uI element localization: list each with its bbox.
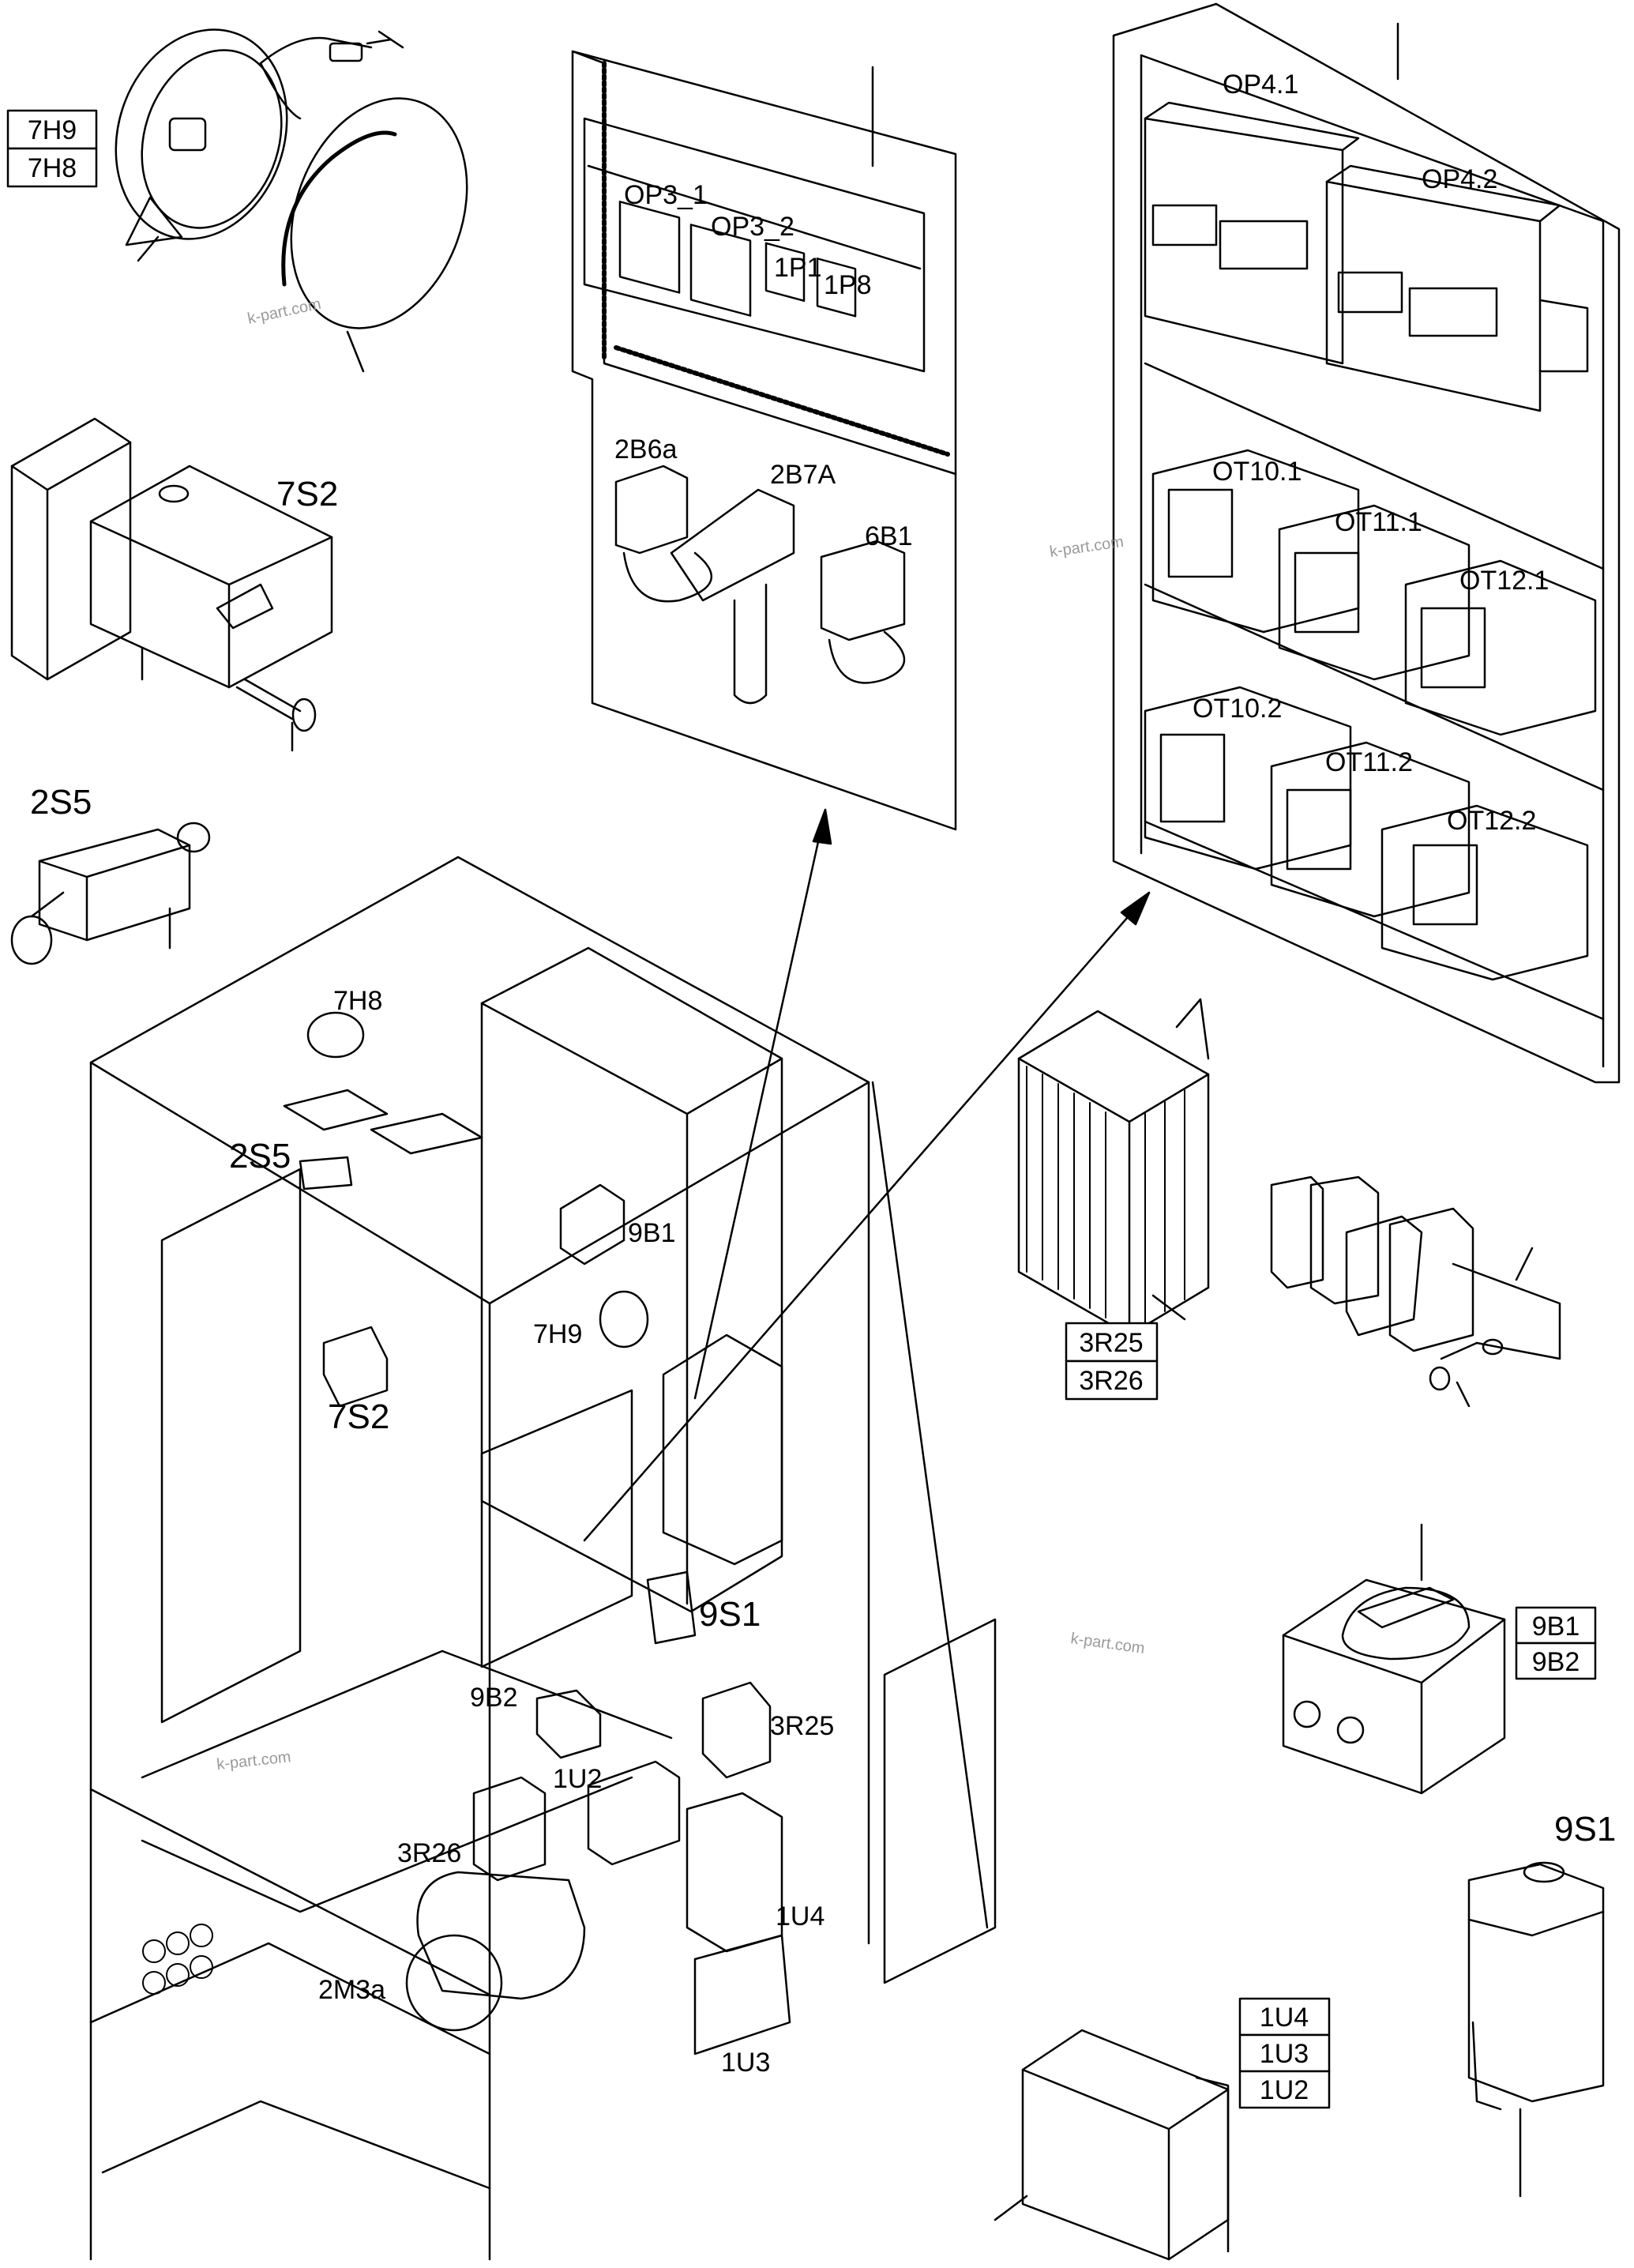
enclosure-detail [994, 2029, 1230, 2261]
label-1u2-cabinet: 1U2 [553, 1764, 602, 1794]
switch-9s1-detail [1467, 1861, 1605, 2198]
label-2b7a: 2B7A [770, 460, 836, 490]
label-7h8: 7H8 [28, 153, 77, 183]
label-9b1-cabinet: 9B1 [628, 1218, 676, 1248]
label-9b2: 9B2 [1532, 1647, 1580, 1677]
label-ot10-1: OT10.1 [1212, 457, 1302, 487]
label-1u2: 1U2 [1260, 2075, 1309, 2105]
cabinet-components [142, 1011, 791, 2055]
label-3r25-cabinet: 3R25 [770, 1711, 834, 1741]
lamp-label-box: 7H9 7H8 [6, 109, 98, 188]
label-7h9-cabinet: 7H9 [533, 1319, 582, 1349]
label-ot12-1: OT12.1 [1459, 566, 1549, 596]
switch-label-box: 9B1 9B2 [1515, 1606, 1597, 1680]
label-7h8-cabinet: 7H8 [333, 986, 382, 1016]
controller-panel [1112, 2, 1621, 1084]
label-ot10-2: OT10.2 [1193, 694, 1282, 724]
rotary-switch-detail [1282, 1523, 1506, 1795]
leader-arrows [583, 808, 1151, 1542]
watermark-4: k-part.com [216, 1748, 291, 1773]
label-1u3-cabinet: 1U3 [721, 2048, 770, 2078]
terminal-block-detail [1270, 1175, 1561, 1408]
label-op3-2: OP3_2 [711, 212, 794, 242]
label-2s5-cabinet: 2S5 [229, 1137, 291, 1175]
label-9b2-cabinet: 9B2 [470, 1683, 518, 1713]
label-3r26-cabinet: 3R26 [397, 1838, 461, 1868]
label-1p1: 1P1 [774, 253, 822, 283]
heater-detail [1017, 998, 1210, 1337]
label-1u4-cabinet: 1U4 [776, 1901, 825, 1931]
label-ot11-1: OT11.1 [1335, 507, 1422, 537]
heater-label-box: 3R25 3R26 [1065, 1322, 1159, 1401]
label-3r25: 3R25 [1079, 1328, 1143, 1358]
label-9b1: 9B1 [1532, 1612, 1580, 1642]
label-1u3: 1U3 [1260, 2039, 1309, 2069]
label-ot12-2: OT12.2 [1447, 806, 1536, 836]
label-9s1-detail: 9S1 [1554, 1810, 1616, 1849]
label-1u4: 1U4 [1260, 2003, 1309, 2033]
label-2m3a-cabinet: 2M3a [318, 1975, 385, 2005]
watermark-1: k-part.com [246, 295, 322, 328]
label-op4-2: OP4.2 [1422, 164, 1497, 194]
unit-label-box: 1U4 1U3 1U2 [1238, 1997, 1331, 2109]
label-7s2-detail: 7S2 [276, 475, 338, 513]
label-9s1-cabinet: 9S1 [699, 1595, 761, 1634]
instrument-panel [571, 50, 957, 831]
label-2s5-detail: 2S5 [30, 783, 92, 822]
label-op4-1: OP4.1 [1223, 70, 1298, 100]
switch-7s2-detail [10, 417, 333, 752]
watermark-3: k-part.com [1069, 1630, 1146, 1657]
label-6b1: 6B1 [865, 521, 913, 551]
label-1p8: 1P8 [824, 270, 872, 300]
cabinet [89, 856, 997, 2261]
limit-switch-2s5-detail [10, 822, 211, 965]
label-3r26: 3R26 [1079, 1366, 1143, 1396]
label-op3-1: OP3_1 [624, 180, 708, 210]
lamp-assembly [115, 28, 468, 373]
label-7h9: 7H9 [28, 115, 77, 145]
label-ot11-2: OT11.2 [1325, 747, 1413, 777]
label-2b6a: 2B6a [614, 434, 677, 465]
label-7s2-cabinet: 7S2 [328, 1397, 389, 1436]
